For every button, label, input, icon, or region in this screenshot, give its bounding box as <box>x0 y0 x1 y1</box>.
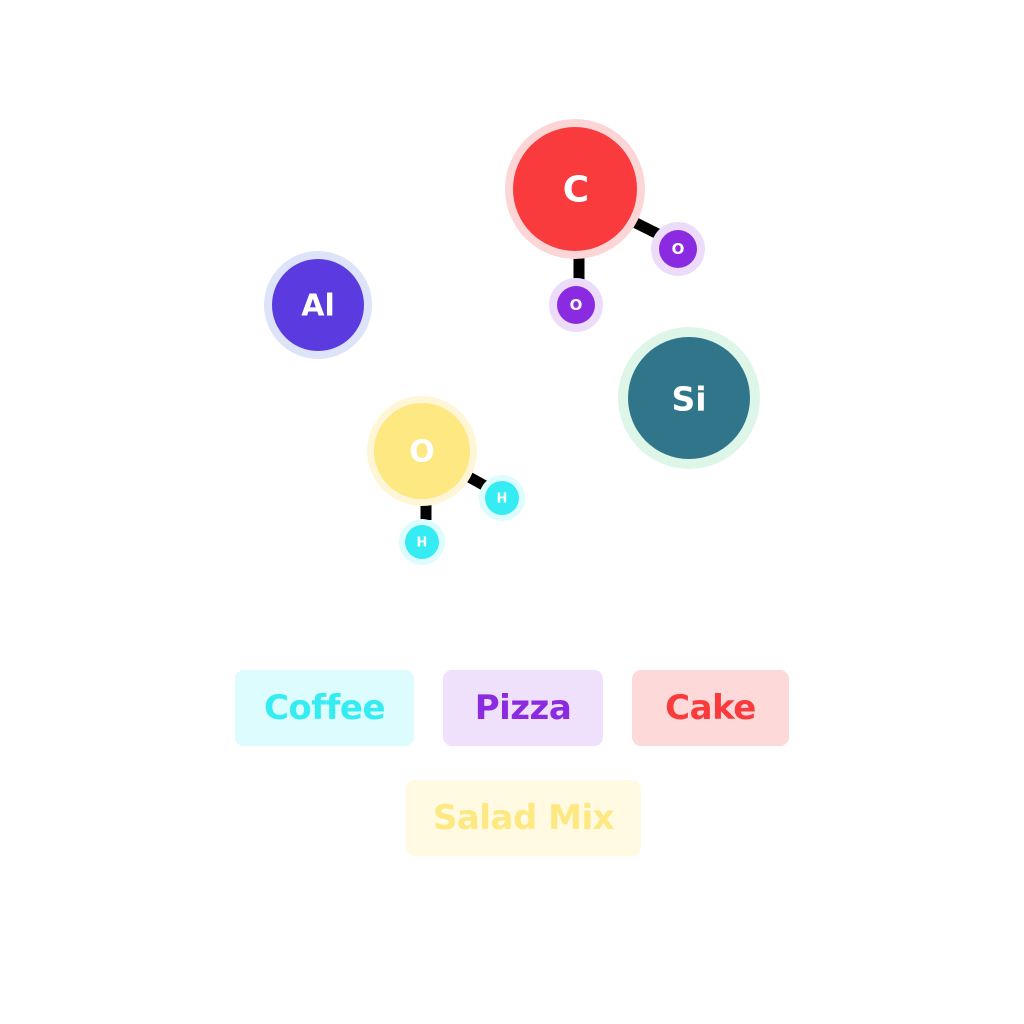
molecule-water[interactable]: O H H <box>367 396 525 565</box>
atom-label: Si <box>671 380 706 419</box>
atom-label: O <box>672 240 685 258</box>
atom-label: Al <box>301 289 335 324</box>
atom-label: H <box>497 492 508 507</box>
atom-aluminium <box>272 259 364 351</box>
atom-hydrogen <box>405 525 439 559</box>
atom-label: O <box>570 296 583 314</box>
answer-button-cake[interactable]: Cake <box>632 670 789 746</box>
answer-button-coffee[interactable]: Coffee <box>235 670 414 746</box>
atom-label: O <box>409 435 435 470</box>
molecule-carbon-dioxide[interactable]: C O O <box>505 119 705 332</box>
molecule-aluminium[interactable]: Al <box>264 251 372 359</box>
bond-line <box>631 217 663 240</box>
atom-silicon <box>628 337 750 459</box>
answer-button-salad-mix[interactable]: Salad Mix <box>406 780 641 856</box>
atom-oxygen <box>557 286 595 324</box>
atom-label: C <box>563 170 589 211</box>
atom-oxygen <box>659 230 697 268</box>
atom-oxygen <box>374 403 470 499</box>
molecule-silicon[interactable]: Si <box>618 327 760 469</box>
atom-carbon <box>513 127 637 251</box>
atom-label: H <box>417 536 428 551</box>
atom-hydrogen <box>485 481 519 515</box>
answer-button-pizza[interactable]: Pizza <box>443 670 603 746</box>
